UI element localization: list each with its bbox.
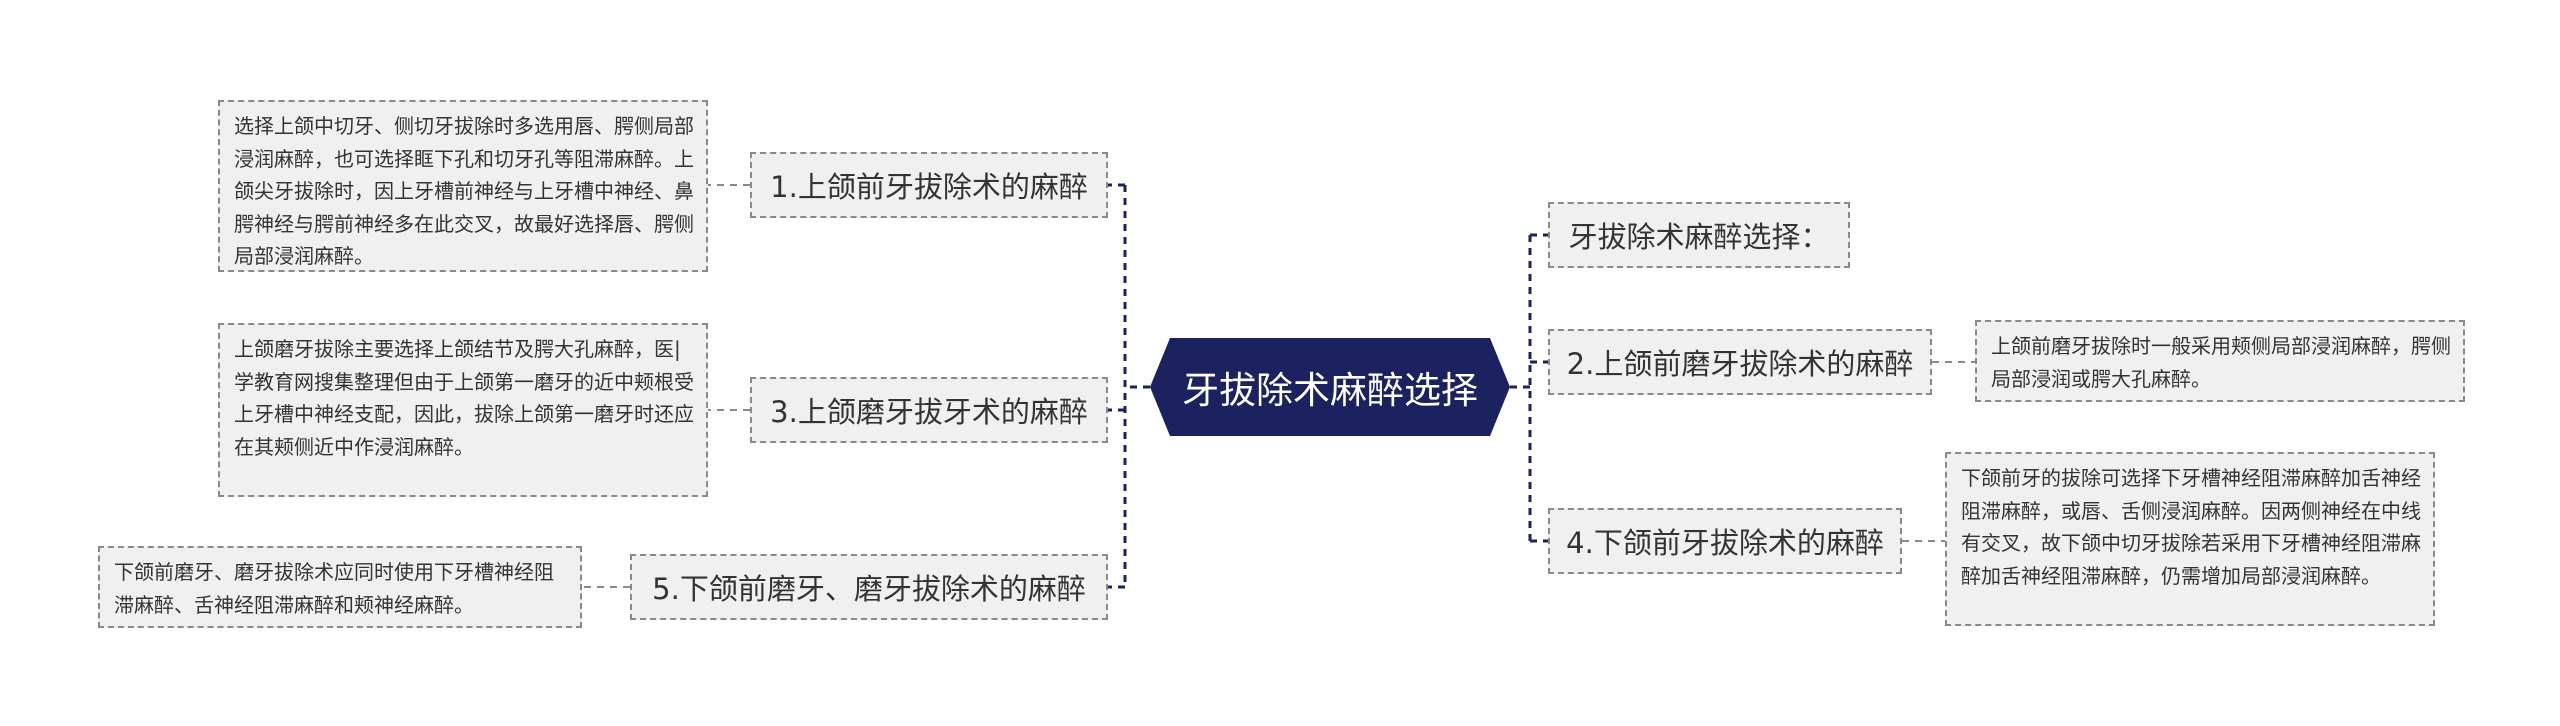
detail-text: 选择上颌中切牙、侧切牙拔除时多选用唇、腭侧局部浸润麻醉，也可选择眶下孔和切牙孔等… xyxy=(234,114,694,268)
detail-text: 上颌前磨牙拔除时一般采用颊侧局部浸润麻醉，腭侧局部浸润或腭大孔麻醉。 xyxy=(1991,334,2451,391)
detail-maxillary-premolar: 上颌前磨牙拔除时一般采用颊侧局部浸润麻醉，腭侧局部浸润或腭大孔麻醉。 xyxy=(1975,320,2465,402)
branch-mandibular-premolar-molar[interactable]: 5.下颌前磨牙、磨牙拔除术的麻醉 xyxy=(630,554,1108,620)
branch-maxillary-molar[interactable]: 3.上颌磨牙拔牙术的麻醉 xyxy=(750,377,1108,443)
detail-text: 下颌前牙的拔除可选择下牙槽神经阻滞麻醉加舌神经阻滞麻醉，或唇、舌侧浸润麻醉。因两… xyxy=(1961,466,2421,588)
central-topic-label: 牙拔除术麻醉选择 xyxy=(1182,369,1478,412)
branch-label: 5.下颌前磨牙、磨牙拔除术的麻醉 xyxy=(652,572,1086,606)
central-hexagon xyxy=(1150,338,1510,436)
central-topic[interactable]: 牙拔除术麻醉选择 xyxy=(1150,338,1510,436)
branch-mandibular-anterior[interactable]: 4.下颌前牙拔除术的麻醉 xyxy=(1548,508,1902,574)
detail-text: 下颌前磨牙、磨牙拔除术应同时使用下牙槽神经阻滞麻醉、舌神经阻滞麻醉和颊神经麻醉。 xyxy=(114,560,554,617)
branch-label: 2.上颌前磨牙拔除术的麻醉 xyxy=(1566,347,1914,381)
branch-label: 4.下颌前牙拔除术的麻醉 xyxy=(1566,526,1884,560)
branch-label: 3.上颌磨牙拔牙术的麻醉 xyxy=(770,395,1088,429)
detail-mandibular-premolar-molar: 下颌前磨牙、磨牙拔除术应同时使用下牙槽神经阻滞麻醉、舌神经阻滞麻醉和颊神经麻醉。 xyxy=(98,546,582,628)
branch-maxillary-anterior[interactable]: 1.上颌前牙拔除术的麻醉 xyxy=(750,152,1108,218)
detail-maxillary-anterior: 选择上颌中切牙、侧切牙拔除时多选用唇、腭侧局部浸润麻醉，也可选择眶下孔和切牙孔等… xyxy=(218,100,708,272)
detail-text: 上颌磨牙拔除主要选择上颌结节及腭大孔麻醉，医|学教育网搜集整理但由于上颌第一磨牙… xyxy=(234,337,694,459)
branch-intro[interactable]: 牙拔除术麻醉选择： xyxy=(1548,202,1850,268)
detail-maxillary-molar: 上颌磨牙拔除主要选择上颌结节及腭大孔麻醉，医|学教育网搜集整理但由于上颌第一磨牙… xyxy=(218,323,708,497)
branch-label: 牙拔除术麻醉选择： xyxy=(1568,220,1830,254)
branch-label: 1.上颌前牙拔除术的麻醉 xyxy=(770,170,1088,204)
branch-maxillary-premolar[interactable]: 2.上颌前磨牙拔除术的麻醉 xyxy=(1548,329,1932,395)
detail-mandibular-anterior: 下颌前牙的拔除可选择下牙槽神经阻滞麻醉加舌神经阻滞麻醉，或唇、舌侧浸润麻醉。因两… xyxy=(1945,452,2435,626)
